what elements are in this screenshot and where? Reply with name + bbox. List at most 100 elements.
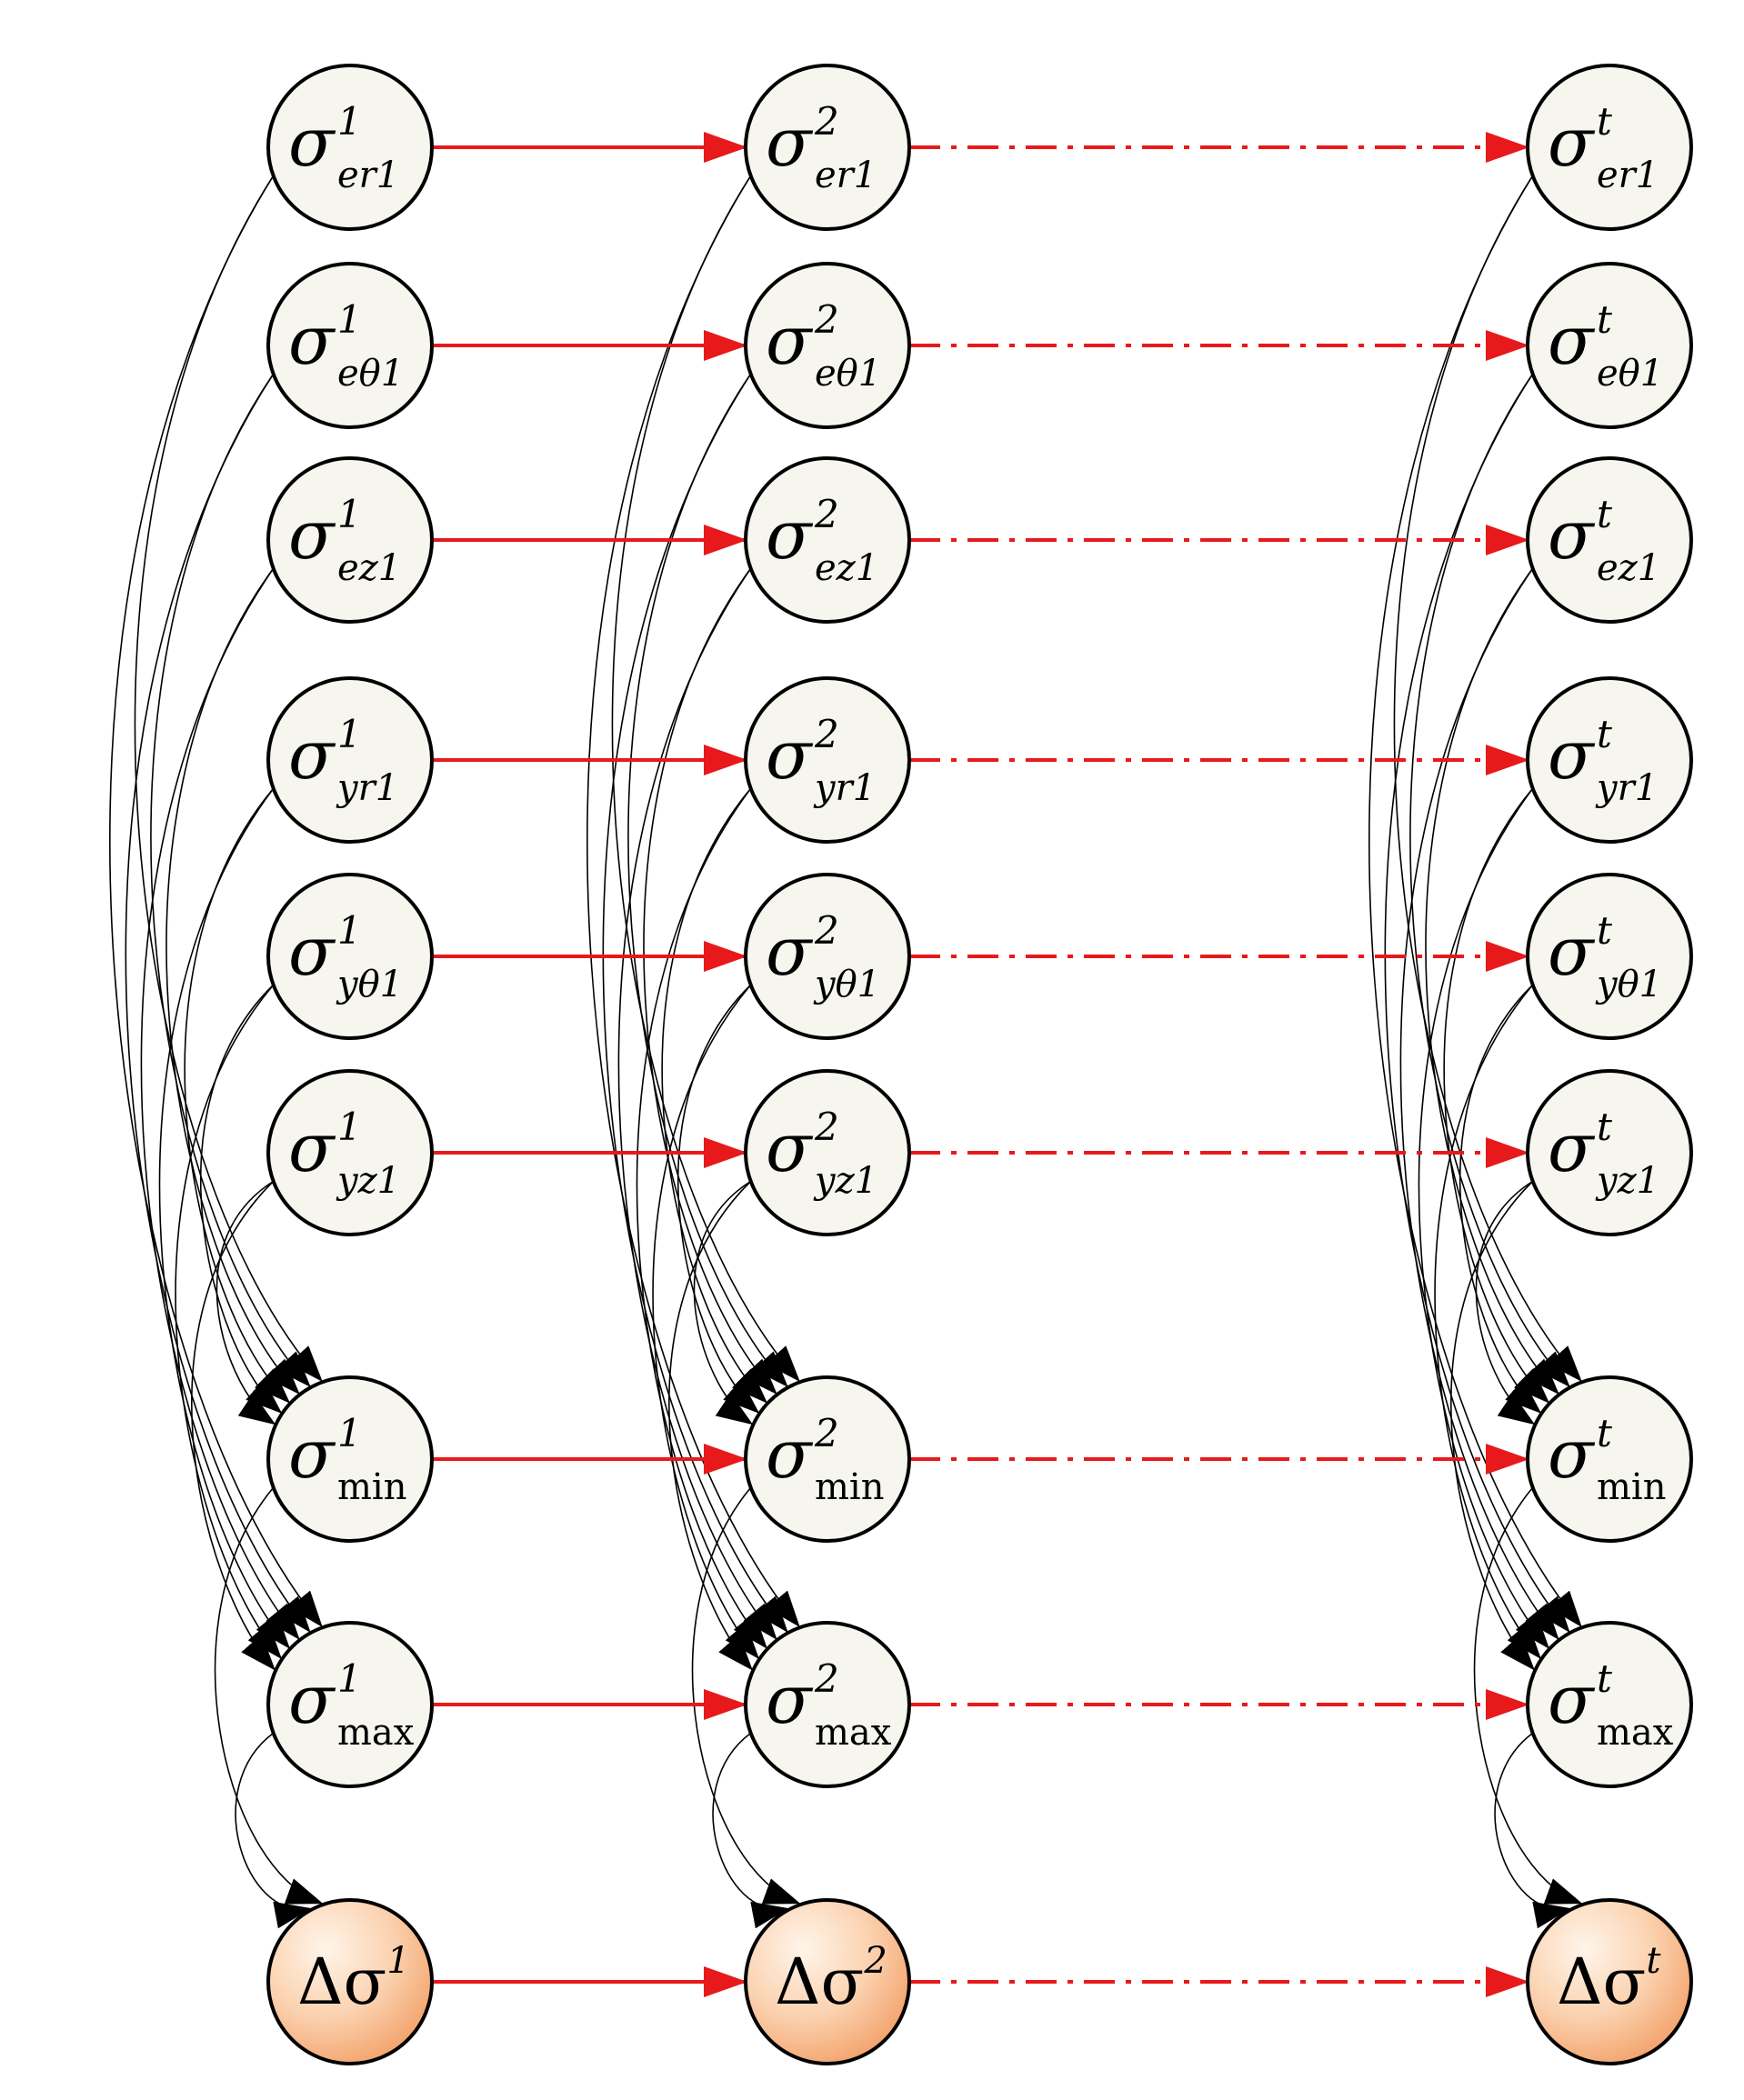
edge-yr1-to-max-2 xyxy=(636,788,767,1649)
node-circle xyxy=(266,1621,434,1788)
node-circle xyxy=(1526,262,1693,429)
node-subscript: yr1 xyxy=(813,767,876,809)
edge-er1-to-max-t xyxy=(1368,175,1582,1628)
node-subscript: yz1 xyxy=(336,1160,400,1202)
node-circle xyxy=(744,1898,911,2065)
edge-ez1-to-min-1 xyxy=(165,568,300,1395)
node-symbol: σ xyxy=(766,496,814,575)
node-symbol: σ xyxy=(288,302,336,380)
node-label: σ xyxy=(1548,913,1596,991)
edge-yz1-to-min-t xyxy=(1475,1180,1536,1425)
node-symbol: σ xyxy=(288,1415,336,1494)
edge-max-to-delta-t xyxy=(1494,1732,1571,1929)
node-superscript: 1 xyxy=(337,908,362,953)
node-symbol: Δσ xyxy=(1557,1945,1646,2019)
node-superscript: 2 xyxy=(814,492,839,536)
edge-etheta1-to-min-t xyxy=(1409,374,1570,1387)
node-circle xyxy=(744,64,911,231)
node-symbol: σ xyxy=(766,913,814,991)
node-label: σ xyxy=(766,913,814,991)
node-label: σ xyxy=(288,1109,336,1187)
edge-yr1-to-max-t xyxy=(1418,788,1549,1649)
node-circle xyxy=(266,456,434,624)
node-circle xyxy=(1526,873,1693,1040)
edge-ytheta1-to-min-t xyxy=(1458,984,1542,1414)
node-symbol: σ xyxy=(1548,1109,1596,1187)
edge-yz1-to-max-2 xyxy=(668,1180,753,1671)
node-superscript: 1 xyxy=(337,1411,362,1455)
node-circle xyxy=(1526,1621,1693,1788)
edge-ez1-to-min-t xyxy=(1425,568,1559,1395)
node-delta-sigma-slice-t: Δσt xyxy=(1526,1898,1693,2065)
node-symbol: σ xyxy=(288,104,336,182)
node-circle xyxy=(266,1898,434,2065)
node-label: σ xyxy=(288,716,336,795)
edge-yz1-to-min-1 xyxy=(215,1180,276,1425)
node-symbol: σ xyxy=(288,1661,336,1739)
node-subscript: yr1 xyxy=(1595,767,1658,809)
node-superscript: t xyxy=(1597,297,1612,342)
node-circle xyxy=(1526,1898,1693,2065)
node-circle xyxy=(1526,64,1693,231)
edge-ytheta1-to-max-2 xyxy=(652,984,759,1660)
node-label: σ xyxy=(288,1661,336,1739)
node-symbol: σ xyxy=(288,716,336,795)
node-symbol: σ xyxy=(766,1661,814,1739)
node-circle xyxy=(744,1069,911,1236)
node-superscript: 2 xyxy=(814,1411,839,1455)
node-circle xyxy=(744,676,911,844)
node-symbol: σ xyxy=(1548,716,1596,795)
node-circle xyxy=(266,1375,434,1543)
edge-etheta1-to-max-2 xyxy=(602,374,788,1634)
edge-etheta1-to-min-2 xyxy=(627,374,788,1387)
node-symbol: σ xyxy=(1548,913,1596,991)
temporal-edges xyxy=(432,132,1529,1997)
edge-ez1-to-max-1 xyxy=(140,568,300,1641)
node-label: σ xyxy=(1548,302,1596,380)
causal-edges xyxy=(109,175,1583,1929)
node-subscript: eθ1 xyxy=(1597,353,1663,395)
node-superscript: 1 xyxy=(337,1105,362,1149)
edge-yz1-to-max-1 xyxy=(191,1180,276,1671)
node-label: σ xyxy=(288,496,336,575)
edge-etheta1-to-max-t xyxy=(1384,374,1570,1634)
edge-ytheta1-to-min-2 xyxy=(677,984,760,1414)
node-label: σ xyxy=(1548,716,1596,795)
node-superscript: 2 xyxy=(814,1105,839,1149)
node-label: σ xyxy=(766,1415,814,1494)
edge-er1-to-min-1 xyxy=(134,175,323,1382)
node-subscript: eθ1 xyxy=(815,353,881,395)
node-circle xyxy=(744,262,911,429)
node-subscript: min xyxy=(815,1466,884,1508)
node-circle xyxy=(1526,676,1693,844)
node-subscript: min xyxy=(1597,1466,1666,1508)
node-subscript: eθ1 xyxy=(337,353,404,395)
node-superscript: 2 xyxy=(814,297,839,342)
node-subscript: yz1 xyxy=(1595,1160,1659,1202)
node-superscript: 1 xyxy=(337,297,362,342)
edge-min-to-delta-2 xyxy=(691,1486,801,1905)
node-symbol: σ xyxy=(766,302,814,380)
node-symbol: Δσ xyxy=(775,1945,864,2019)
node-label: σ xyxy=(1548,104,1596,182)
edge-yr1-to-min-t xyxy=(1443,787,1550,1404)
edge-yz1-to-max-t xyxy=(1450,1180,1535,1671)
node-label: σ xyxy=(766,716,814,795)
node-symbol: σ xyxy=(766,1415,814,1494)
node-superscript: t xyxy=(1646,1940,1661,1982)
node-symbol: σ xyxy=(1548,104,1596,182)
edge-etheta1-to-min-1 xyxy=(150,374,311,1387)
node-symbol: σ xyxy=(288,913,336,991)
